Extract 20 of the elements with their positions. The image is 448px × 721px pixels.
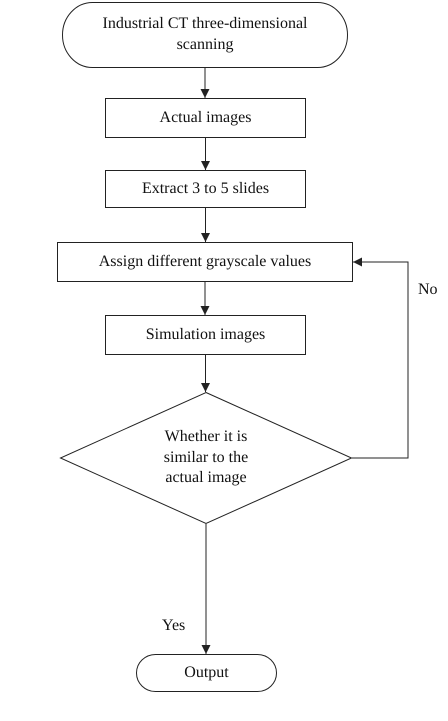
node-text: Industrial CT three-dimensional scanning <box>102 14 308 55</box>
process-box <box>105 315 306 355</box>
process-box <box>105 98 306 138</box>
process-box <box>105 170 306 208</box>
arrow <box>200 282 210 316</box>
process-box <box>57 242 353 282</box>
arrow <box>201 354 210 392</box>
terminal-shape <box>136 654 277 692</box>
arrow <box>352 258 408 458</box>
arrow <box>200 68 210 98</box>
decision-diamond <box>60 392 352 524</box>
node-text: Actual images <box>160 108 252 128</box>
arrow <box>201 138 210 170</box>
node-text: Output <box>184 662 229 683</box>
node-text: Whether it is similar to the actual image <box>162 426 250 488</box>
arrow <box>202 524 210 654</box>
node-text: Simulation images <box>146 324 266 345</box>
node-text: Extract 3 to 5 slides <box>142 178 270 199</box>
node-text: Assign different grayscale values <box>98 252 312 272</box>
arrow <box>201 208 210 242</box>
